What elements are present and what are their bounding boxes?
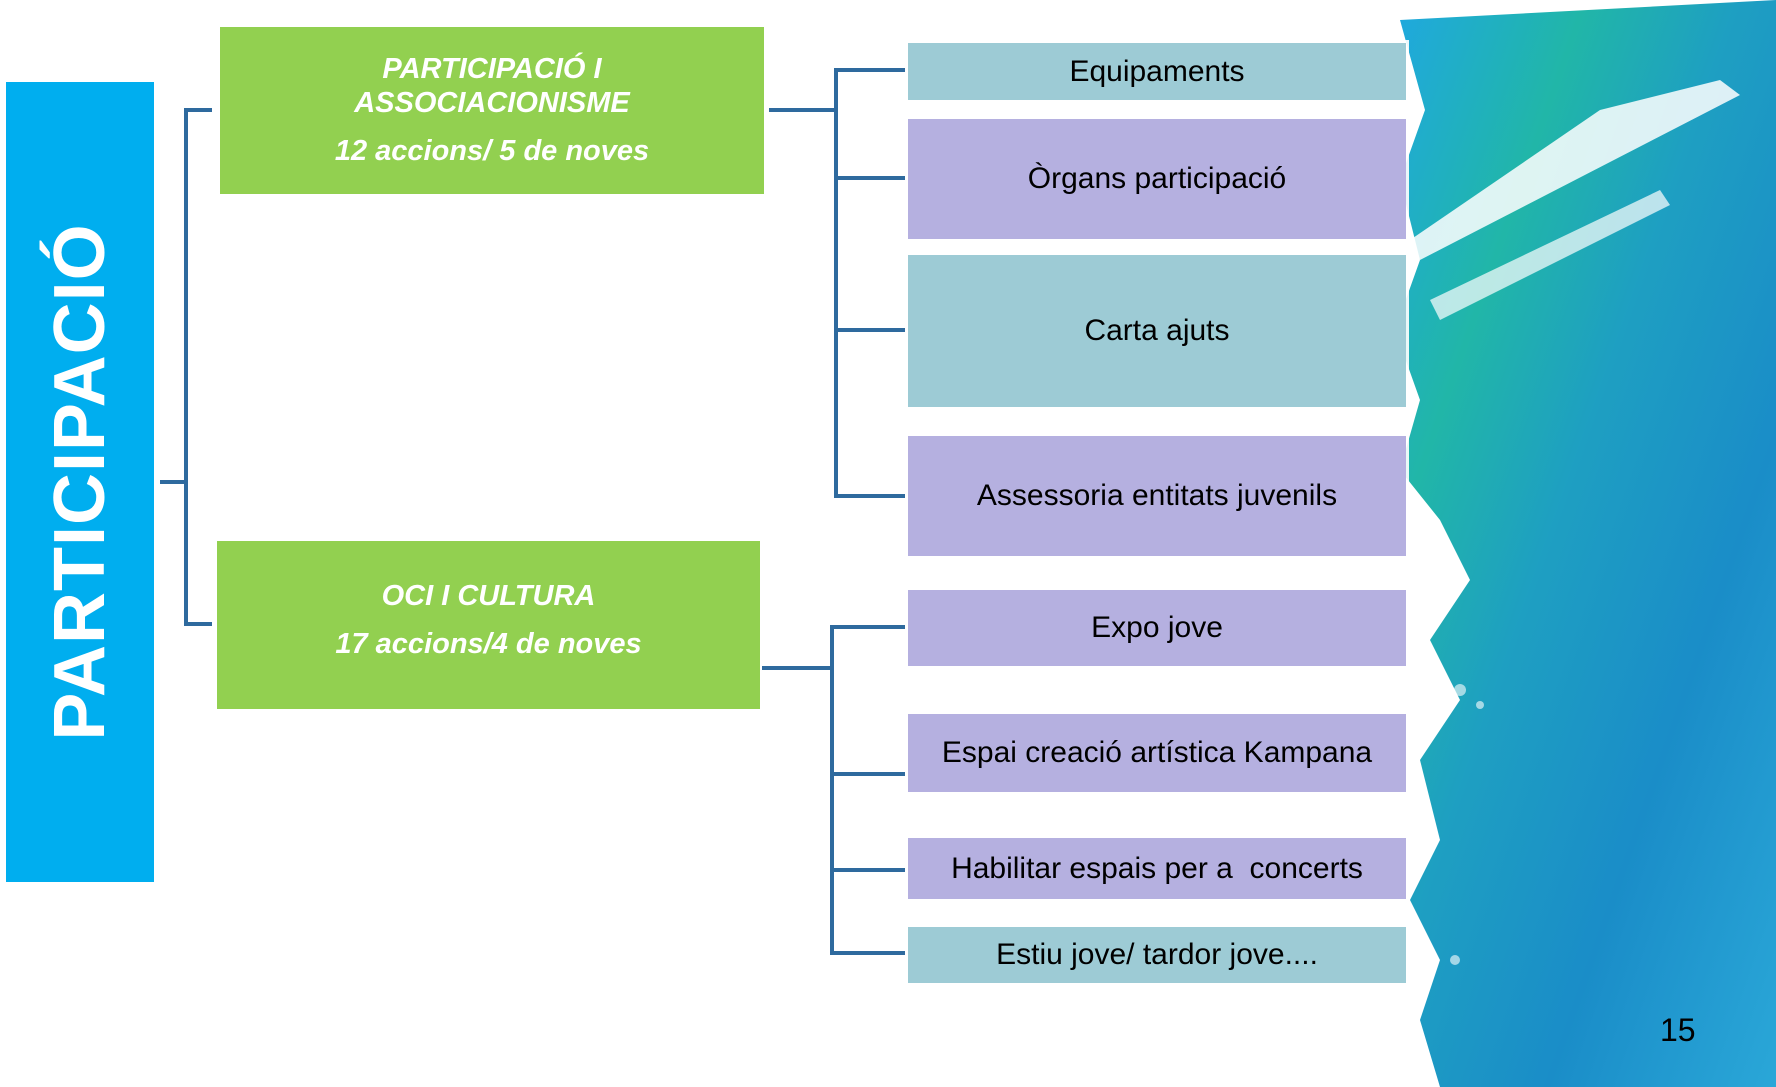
leaf-habilitar-espais: Habilitar espais per a concerts [908,838,1406,899]
leaf-estiu-jove: Estiu jove/ tardor jove.... [908,927,1406,983]
leaf-carta-ajuts: Carta ajuts [908,255,1406,407]
connector-branch2-leaves [830,625,905,955]
branch-subtitle: 12 accions/ 5 de noves [334,135,650,167]
root-node [6,82,154,882]
connector-branch1-leaves [834,68,905,498]
branch-title: OCI I CULTURA [381,580,596,612]
leaf-expo-jove: Expo jove [908,590,1406,666]
leaf-espai-creacio: Espai creació artística Kampana [908,714,1406,792]
connector-root-branches [184,108,212,626]
branch-participacio-associacionisme: PARTICIPACIÓ I ASSOCIACIONISME 12 accion… [220,27,764,194]
leaf-assessoria-entitats: Assessoria entitats juvenils [908,436,1406,556]
leaf-equipaments: Equipaments [908,43,1406,100]
page-number: 15 [1660,1012,1696,1048]
branch-title-line1: PARTICIPACIÓ I [382,53,602,85]
branch-oci-cultura: OCI I CULTURA 17 accions/4 de noves [217,541,760,709]
branch-title-line2: ASSOCIACIONISME [354,87,630,119]
leaf-organs-participacio: Òrgans participació [908,119,1406,239]
branch-subtitle: 17 accions/4 de noves [335,628,642,660]
